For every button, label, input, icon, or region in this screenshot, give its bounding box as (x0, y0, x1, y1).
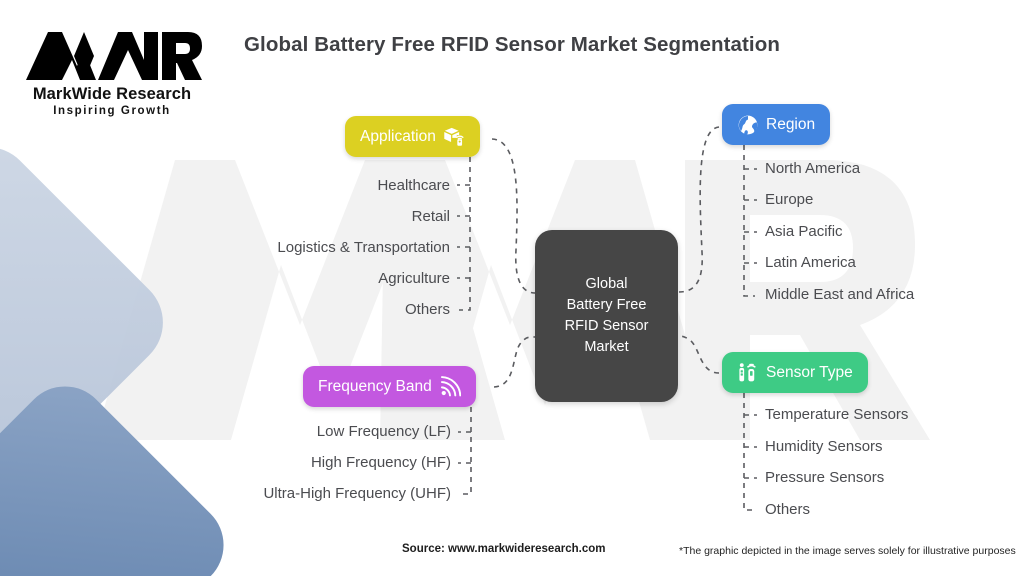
connector-frequency (493, 336, 536, 388)
stubs-application (457, 184, 470, 279)
leaf-item: Retail (411, 208, 450, 225)
branch-label-frequency: Frequency Band (318, 377, 432, 395)
decorative-square-dark (0, 368, 242, 576)
branch-badge-region[interactable]: Region (722, 104, 831, 145)
package-rfid-icon (443, 126, 465, 148)
leaf-item: High Frequency (HF) (310, 454, 451, 471)
wifi-signal-icon (439, 375, 461, 398)
stubs-region (744, 168, 757, 264)
connector-sensor (678, 335, 720, 374)
stubs-sensor (744, 414, 757, 479)
logo-tagline: Inspiring Growth (53, 105, 171, 117)
leaf-item: Others (404, 301, 450, 318)
page-title: Global Battery Free RFID Sensor Market S… (244, 33, 780, 56)
branch-label-region: Region (766, 115, 816, 133)
leaf-item: Humidity Sensors (765, 438, 883, 455)
logo-mark-icon (26, 32, 202, 80)
globe-icon (737, 114, 759, 136)
spine-frequency (460, 407, 472, 495)
leaf-item: Others (765, 501, 811, 518)
connector-region (678, 126, 720, 293)
sensor-devices-icon (737, 362, 759, 384)
leaf-item: Ultra-High Frequency (UHF) (263, 485, 451, 502)
leaf-item: Middle East and Africa (765, 286, 915, 303)
leaf-item: Low Frequency (LF) (316, 423, 451, 440)
leaf-item: Latin America (765, 254, 856, 271)
branch-label-application: Application (360, 127, 436, 145)
branch-badge-application[interactable]: Application (345, 116, 480, 157)
leaf-item: Temperature Sensors (765, 406, 909, 423)
branch-badge-frequency[interactable]: Frequency Band (303, 366, 476, 407)
spine-application (459, 157, 471, 311)
spine-sensor (743, 393, 755, 511)
footer-source: Source: www.markwideresearch.com (402, 543, 606, 555)
leaf-item: Europe (765, 191, 814, 208)
center-node-label: Global Battery Free RFID Sensor Market (564, 276, 649, 355)
branch-label-sensor: Sensor Type (766, 363, 853, 381)
spine-region (743, 145, 755, 297)
leaf-item: North America (765, 160, 861, 177)
leaf-item: Asia Pacific (765, 223, 843, 240)
leaf-item: Agriculture (378, 270, 450, 287)
brand-logo: MarkWide Research Inspiring Growth (22, 28, 202, 117)
leaf-item: Logistics & Transportation (277, 239, 450, 256)
footer-disclaimer: *The graphic depicted in the image serve… (679, 545, 1016, 557)
stubs-frequency (458, 431, 471, 464)
connector-application (491, 138, 536, 294)
center-node: Global Battery Free RFID Sensor Market (535, 230, 678, 402)
decorative-square-light (0, 128, 182, 517)
logo-company-name: MarkWide Research (32, 85, 192, 103)
branch-badge-sensor[interactable]: Sensor Type (722, 352, 868, 393)
leaf-item: Healthcare (377, 177, 450, 194)
leaf-item: Pressure Sensors (765, 469, 885, 486)
